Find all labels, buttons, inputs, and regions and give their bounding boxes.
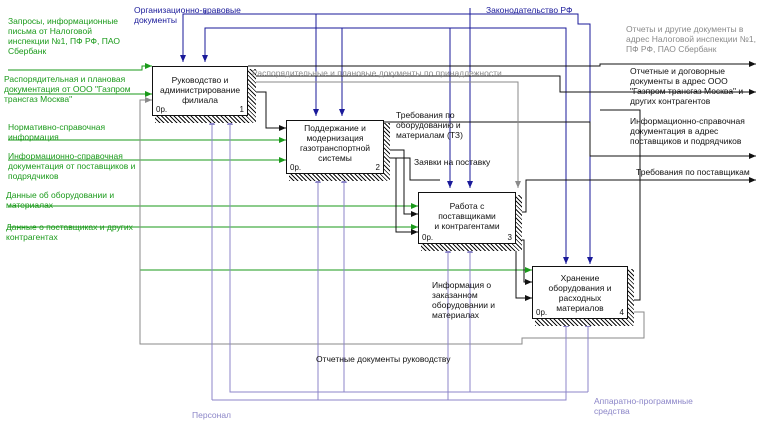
activity-box-3[interactable]: Работа с поставщиками и контрагентами 0р… — [418, 192, 516, 244]
mechanism-arrows — [209, 118, 591, 401]
mechanism-arrow-personnel-4 — [448, 320, 569, 401]
mechanism-arrow-personnel-3 — [318, 246, 451, 401]
feedback-arrow-reports — [139, 97, 645, 345]
arrow-box2-admin — [396, 157, 440, 181]
input-label-equipment: Данные об оборудовании и материалах — [6, 190, 115, 210]
activity-box-2[interactable]: Поддержание и модернизация газотранспорт… — [286, 120, 384, 174]
activity-box-1-title: Руководство и администрирование филиала — [159, 75, 241, 105]
arrow-req-equipment — [384, 149, 418, 217]
output-label-req-suppliers: Требования по поставщикам — [636, 167, 750, 177]
control-arrows — [180, 8, 593, 264]
arrow-box3-to-box4 — [515, 232, 532, 301]
output-arrow-reports-tax — [248, 61, 756, 67]
activity-box-2-number: 2 — [375, 163, 380, 172]
output-arrow-req-suppliers — [516, 177, 756, 213]
feedback-arrow-admin — [248, 81, 521, 188]
arrow-box4-out — [600, 109, 641, 301]
output-label-reports-tax: Отчеты и другие документы в адрес Налого… — [626, 24, 756, 54]
input-arrow-requests — [8, 63, 152, 71]
arrow-label-reports-management: Отчетные документы руководству — [316, 354, 451, 364]
arrow-label-req-equipment: Требования по оборудованию и материалам … — [396, 110, 463, 140]
mechanism-arrow-personnel-2 — [212, 176, 321, 401]
activity-box-1[interactable]: Руководство и администрирование филиала … — [152, 66, 248, 116]
control-label-legislation: Законодательство РФ — [486, 5, 573, 15]
activity-box-3-title: Работа с поставщиками и контрагентами — [434, 201, 500, 231]
input-label-info-suppliers: Информационно-справочная документация от… — [8, 151, 136, 181]
arrow-label-supply-requests: Заявки на поставку — [414, 157, 491, 167]
activity-box-2-cost: 0р. — [290, 163, 302, 172]
arrow-label-admin-docs: Распорядительные и плановые документы по… — [252, 68, 502, 78]
mechanism-label-personnel: Персонал — [192, 410, 232, 420]
activity-box-2-title: Поддержание и модернизация газотранспорт… — [299, 123, 371, 163]
control-arrow-org-box4 — [316, 13, 593, 264]
output-label-info-suppliers: Информационно-справочная документация в … — [630, 116, 745, 146]
activity-box-3-cost: 0р. — [422, 233, 434, 242]
input-label-plan-docs: Распорядительная и плановая документация… — [4, 74, 131, 104]
arrow-supply-requests — [384, 157, 418, 235]
output-arrow-reports-gazprom — [248, 75, 756, 95]
control-label-org-legal: Организационно-правовые документы — [134, 5, 241, 25]
output-arrow-info-suppliers — [384, 121, 756, 159]
control-arrow-legislation-top — [202, 27, 470, 62]
feedback-arrows — [139, 81, 645, 345]
output-label-reports-gazprom: Отчетные и договорные документы в адрес … — [630, 66, 744, 106]
arrow-admin-docs-to-box2 — [248, 91, 286, 131]
input-label-requests: Запросы, информационные письма от Налого… — [8, 16, 120, 56]
activity-box-4[interactable]: Хранение оборудования и расходных матери… — [532, 266, 628, 319]
activity-box-4-cost: 0р. — [536, 308, 548, 317]
control-arrow-org-legal — [180, 10, 206, 62]
input-label-normative: Нормативно-справочная информация — [8, 122, 106, 142]
activity-box-3-number: 3 — [507, 233, 512, 242]
mechanism-arrow-hw-1 — [227, 118, 588, 393]
mechanism-label-hardware: Аппаратно-программные средства — [594, 396, 693, 416]
activity-box-4-title: Хранение оборудования и расходных матери… — [548, 273, 612, 313]
control-arrow-legislation-box4 — [470, 27, 569, 264]
arrow-label-ordered-info: Информация о заказанном оборудовании и м… — [432, 280, 496, 320]
activity-box-1-cost: 0р. — [156, 105, 168, 114]
input-label-supplier-data: Данные о поставщиках и других контрагент… — [6, 222, 133, 242]
activity-box-1-number: 1 — [239, 105, 244, 114]
activity-box-4-number: 4 — [619, 308, 624, 317]
